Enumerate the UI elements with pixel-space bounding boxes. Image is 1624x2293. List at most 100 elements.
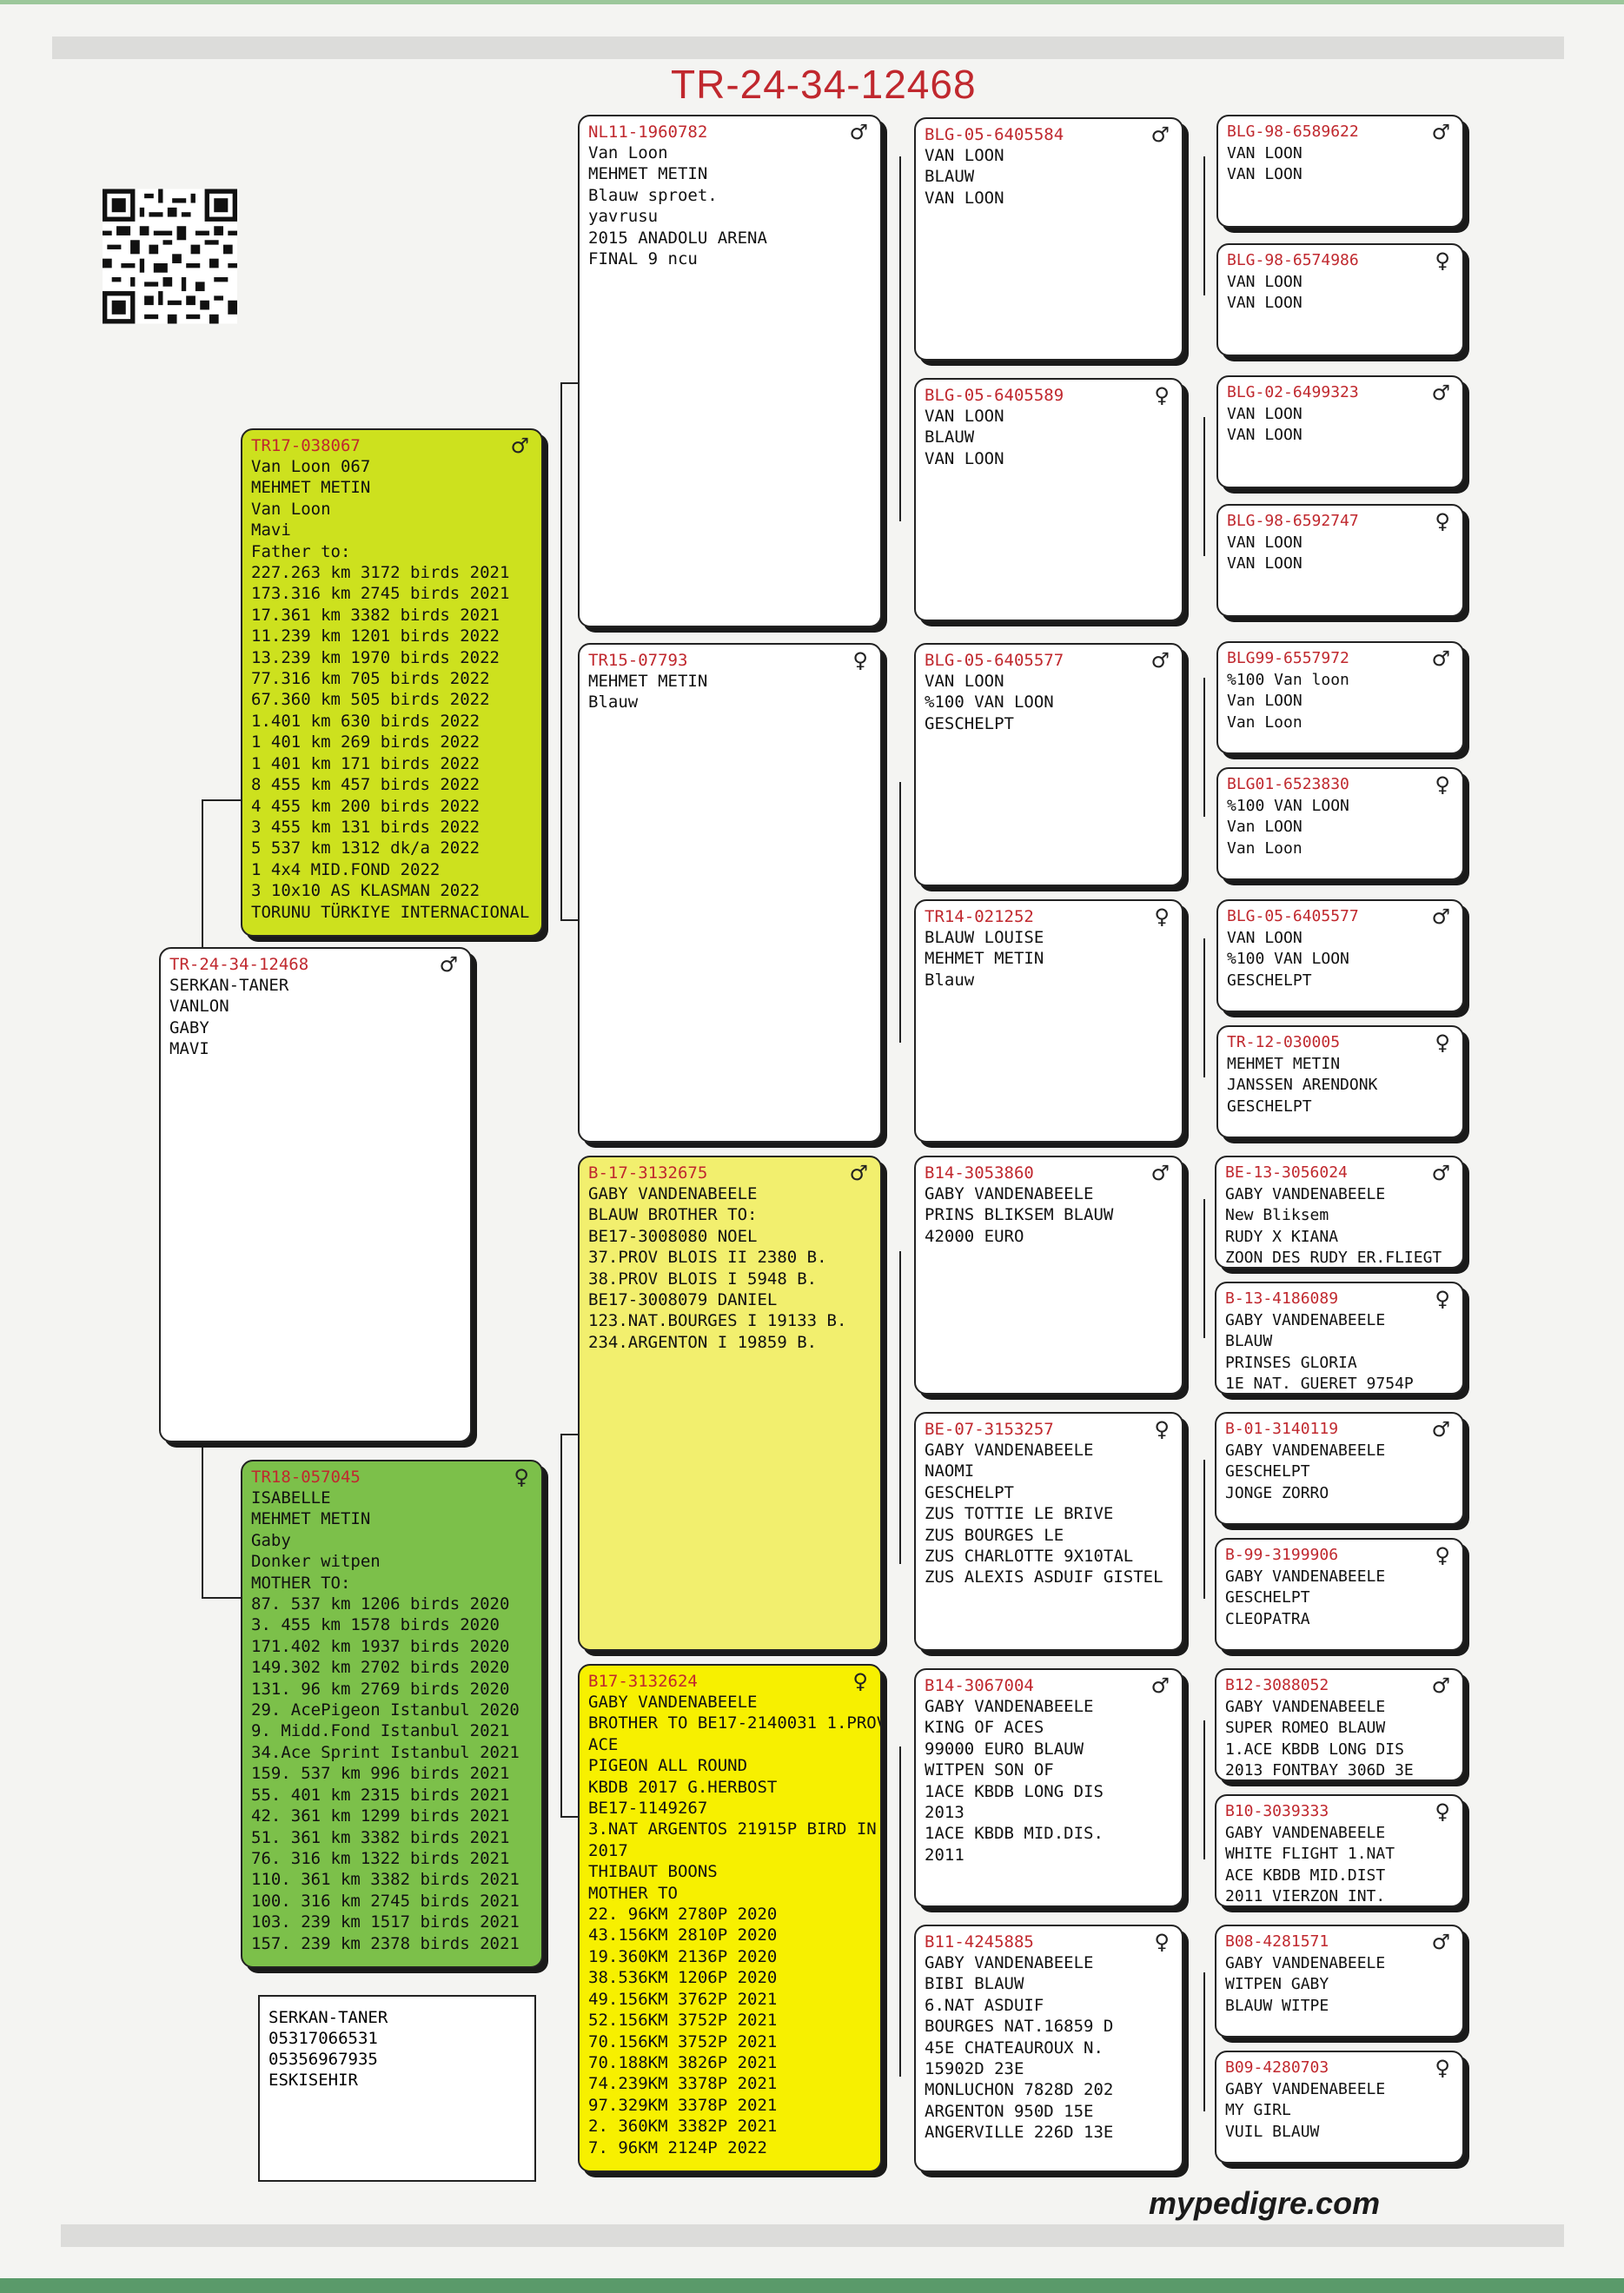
pedigree-card[interactable]: ♀ BLG-05-6405589 VAN LOON BLAUW VAN LOON [914, 378, 1183, 621]
sex-symbol: ♂ [1431, 1417, 1450, 1441]
top-edge [0, 0, 1624, 4]
pedigree-card[interactable]: ♀ TR-12-030005 MEHMET METIN JANSSEN AREN… [1216, 1025, 1464, 1138]
connector [560, 382, 562, 921]
brand-logo[interactable]: mypedigre.com [1149, 2185, 1381, 2221]
ring-number: BLG-98-6592747 [1227, 512, 1359, 530]
pedigree-card[interactable]: ♀ B-99-3199906 GABY VANDENABEELE GESCHEL… [1215, 1538, 1464, 1651]
pedigree-card[interactable]: ♀ BLG01-6523830 %100 VAN LOON Van LOON V… [1216, 767, 1464, 880]
sex-symbol: ♀ [852, 1669, 868, 1693]
sex-symbol: ♀ [1435, 1799, 1450, 1824]
ring-number: B12-3088052 [1225, 1676, 1329, 1694]
ring-number: TR15-07793 [588, 651, 688, 670]
ring-number: TR14-021252 [925, 907, 1034, 926]
pedigree-card[interactable]: ♀ B-13-4186089 GABY VANDENABEELE BLAUW P… [1215, 1282, 1464, 1395]
connector [202, 799, 241, 801]
ring-number: TR-12-030005 [1227, 1033, 1341, 1051]
qr-code-icon [103, 189, 237, 324]
pedigree-card[interactable]: ♀ B11-4245885 GABY VANDENABEELE BIBI BLA… [914, 1925, 1183, 2172]
ring-number: B11-4245885 [925, 1932, 1034, 1952]
ring-number: BLG01-6523830 [1227, 775, 1349, 793]
ring-number: B-17-3132675 [588, 1163, 708, 1183]
pedigree-card[interactable]: ♀ B10-3039333 GABY VANDENABEELE WHITE FL… [1215, 1794, 1464, 1907]
sex-symbol: ♂ [510, 434, 529, 458]
sex-symbol: ♀ [852, 648, 868, 673]
sex-symbol: ♂ [1431, 1161, 1450, 1185]
pedigree-card[interactable]: ♂ BLG-05-6405577 VAN LOON %100 VAN LOON … [1216, 899, 1464, 1012]
ring-number: B09-4280703 [1225, 2058, 1329, 2077]
pedigree-card[interactable]: ♂ B14-3067004 GABY VANDENABEELE KING OF … [914, 1668, 1183, 1907]
ring-number: B-99-3199906 [1225, 1546, 1339, 1564]
sex-symbol: ♂ [1150, 648, 1170, 673]
ring-number: BLG-05-6405577 [925, 651, 1064, 670]
sex-symbol: ♂ [1431, 1673, 1450, 1698]
pedigree-card[interactable]: ♂ BLG-05-6405584 VAN LOON BLAUW VAN LOON [914, 117, 1183, 361]
pedigree-card[interactable]: ♀ BLG-98-6574986 VAN LOON VAN LOON [1216, 243, 1464, 356]
sex-symbol: ♀ [1435, 509, 1450, 533]
bottom-scan-band [61, 2224, 1564, 2247]
connector [1203, 1199, 1205, 1338]
sex-symbol: ♀ [1435, 1031, 1450, 1055]
pedigree-card[interactable]: ♀ BLG-98-6592747 VAN LOON VAN LOON [1216, 504, 1464, 617]
sex-symbol: ♀ [1154, 1930, 1170, 1954]
ring-number: B-13-4186089 [1225, 1289, 1339, 1308]
breeder-contact-box: SERKAN-TANER 05317066531 05356967935 ESK… [258, 1995, 536, 2182]
sex-symbol: ♂ [1431, 905, 1450, 929]
connector [1203, 938, 1205, 1077]
subject-card[interactable]: ♂ TR-24-34-12468 SERKAN-TANER VANLON GAB… [159, 947, 472, 1442]
connector [560, 382, 580, 384]
sex-symbol: ♀ [1435, 249, 1450, 273]
bottom-edge [0, 2278, 1624, 2293]
ring-number: B14-3067004 [925, 1676, 1034, 1695]
sex-symbol: ♀ [514, 1465, 529, 1489]
top-scan-band [52, 36, 1564, 59]
sex-symbol: ♂ [1431, 120, 1450, 144]
sex-symbol: ♀ [1435, 1543, 1450, 1567]
pedigree-card[interactable]: ♂ B-01-3140119 GABY VANDENABEELE GESCHEL… [1215, 1412, 1464, 1525]
pedigree-card[interactable]: ♂ B14-3053860 GABY VANDENABEELE PRINS BL… [914, 1156, 1183, 1395]
connector [202, 799, 203, 947]
pedigree-card[interactable]: ♂ BE-13-3056024 GABY VANDENABEELE New Bl… [1215, 1156, 1464, 1269]
sex-symbol: ♂ [1431, 381, 1450, 405]
sire-card[interactable]: ♂ TR17-038067 Van Loon 067 MEHMET METIN … [241, 428, 543, 937]
connector [1203, 678, 1205, 817]
pedigree-card[interactable]: ♀ TR15-07793 MEHMET METIN Blauw [578, 643, 882, 1143]
pedigree-card[interactable]: ♀ B09-4280703 GABY VANDENABEELE MY GIRL … [1215, 2051, 1464, 2164]
pedigree-card[interactable]: ♂ BLG-05-6405577 VAN LOON %100 VAN LOON … [914, 643, 1183, 886]
sex-symbol: ♂ [849, 120, 868, 144]
breeder-name: SERKAN-TANER [268, 2008, 388, 2027]
connector [899, 1746, 901, 2077]
sex-symbol: ♀ [1435, 2056, 1450, 2080]
connector [1203, 1972, 1205, 2111]
pedigree-card[interactable]: ♂ NL11-1960782 Van Loon MEHMET METIN Bla… [578, 115, 882, 627]
ring-number: BLG99-6557972 [1227, 649, 1349, 667]
pedigree-card[interactable]: ♂ B12-3088052 GABY VANDENABEELE SUPER RO… [1215, 1668, 1464, 1781]
connector [1203, 1460, 1205, 1599]
sex-symbol: ♂ [1150, 1673, 1170, 1698]
sex-symbol: ♂ [439, 952, 458, 977]
ring-number: BE-13-3056024 [1225, 1163, 1348, 1182]
connector [1203, 156, 1205, 295]
pedigree-card[interactable]: ♀ BE-07-3153257 GABY VANDENABEELE NAOMI … [914, 1412, 1183, 1651]
ring-number: B-01-3140119 [1225, 1420, 1339, 1438]
ring-number: BLG-05-6405577 [1227, 907, 1359, 925]
ring-number: BLG-02-6499323 [1227, 383, 1359, 401]
sex-symbol: ♂ [1150, 123, 1170, 147]
dam-card[interactable]: ♀ TR18-057045 ISABELLE MEHMET METIN Gaby… [241, 1460, 543, 1968]
connector [560, 1434, 562, 1816]
pedigree-card[interactable]: ♂ BLG99-6557972 %100 Van loon Van LOON V… [1216, 641, 1464, 754]
phone-number: 05317066531 [268, 2029, 378, 2048]
pedigree-card[interactable]: ♂ B-17-3132675 GABY VANDENABEELE BLAUW B… [578, 1156, 882, 1651]
page-title: TR-24-34-12468 [671, 62, 977, 107]
city: ESKISEHIR [268, 2071, 358, 2090]
ring-number: NL11-1960782 [588, 123, 708, 142]
pedigree-card[interactable]: ♂ BLG-98-6589622 VAN LOON VAN LOON [1216, 115, 1464, 228]
pedigree-card[interactable]: ♀ B17-3132624 GABY VANDENABEELE BROTHER … [578, 1664, 882, 2172]
pedigree-card[interactable]: ♂ BLG-02-6499323 VAN LOON VAN LOON [1216, 375, 1464, 488]
sex-symbol: ♂ [1431, 1930, 1450, 1954]
ring-number: TR-24-34-12468 [169, 955, 309, 974]
pedigree-card[interactable]: ♀ TR14-021252 BLAUW LOUISE MEHMET METIN … [914, 899, 1183, 1143]
sex-symbol: ♀ [1154, 1417, 1170, 1441]
pedigree-card[interactable]: ♂ B08-4281571 GABY VANDENABEELE WITPEN G… [1215, 1925, 1464, 2038]
connector [1203, 417, 1205, 556]
phone-number: 05356967935 [268, 2050, 378, 2069]
